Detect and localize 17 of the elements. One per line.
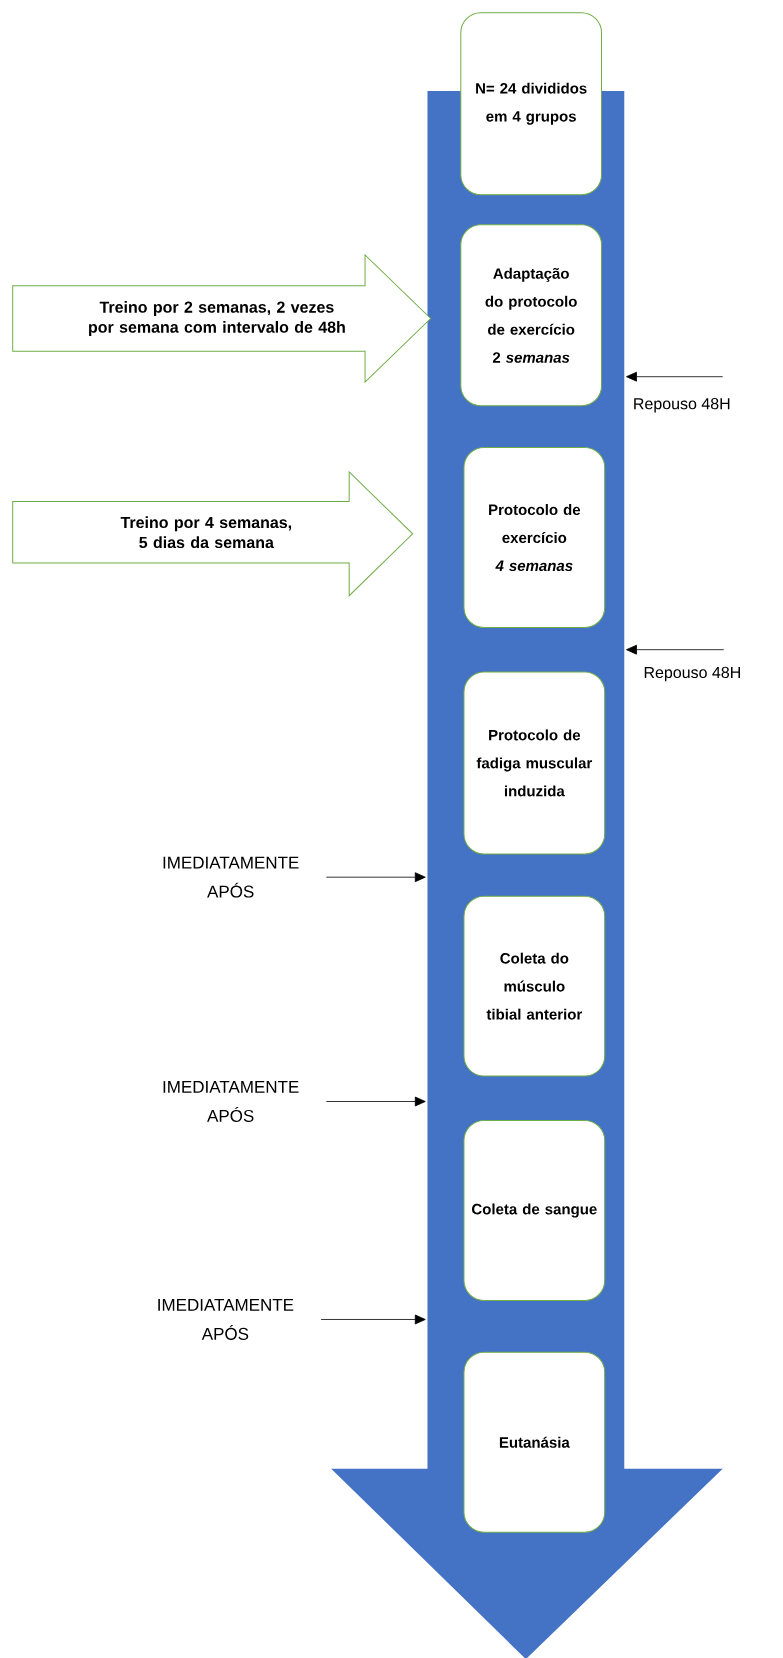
note-text: Repouso 48H (634, 398, 730, 413)
step-box: Protocolo de fadiga muscular induzida (463, 671, 606, 855)
arrow (320, 1314, 426, 1325)
note-text: IMEDIATAMENTE APÓS (163, 856, 299, 898)
note-text: IMEDIATAMENTE APÓS (158, 1299, 294, 1340)
step-box: N= 24 divididos em 4 grupos (460, 12, 603, 196)
step-box: Protocolo de exercício 4 semanas (463, 447, 606, 628)
step-box: Adaptação do protocolo de exercício 2 semanas (460, 224, 603, 407)
arrow (626, 371, 724, 382)
arrow (626, 644, 725, 655)
step-box: Eutanásia (463, 1351, 606, 1533)
arrow (325, 872, 426, 883)
arrow (325, 1096, 426, 1107)
step-box: Coleta de sangue (463, 1120, 606, 1301)
note-text: IMEDIATAMENTE APÓS (163, 1081, 299, 1122)
step-box: Coleta do músculo tibial anterior (463, 895, 606, 1077)
note-text: Repouso 48H (644, 666, 740, 682)
